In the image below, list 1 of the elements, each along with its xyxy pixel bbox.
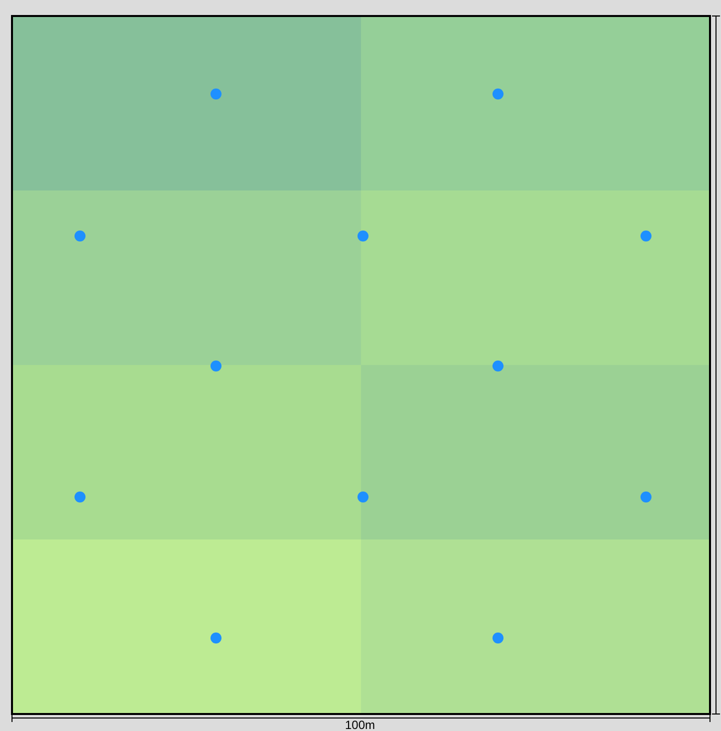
dimension-label: 100m: [344, 718, 376, 731]
